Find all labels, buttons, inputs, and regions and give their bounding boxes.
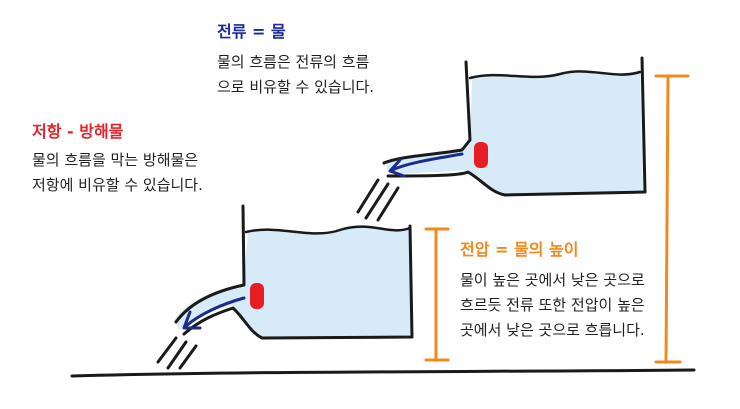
current-title: 전류 = 물 [217,22,286,41]
upper-tank-water [386,70,643,194]
upper-height-marker [654,74,690,364]
lower-tank-water-surface [244,225,412,235]
voltage-title: 전압 = 물의 높이 [460,240,579,259]
lower-height-marker [424,227,450,362]
lower-tank-water [174,227,412,338]
lower-water-stream [156,336,198,370]
upper-flow-arrow [388,152,464,178]
resistance-title: 저항 - 방해물 [32,122,124,141]
lower-tank-outline [174,204,414,340]
upper-water-stream [356,178,400,222]
upper-tank-water-surface [468,70,642,80]
current-description: 물의 흐름은 전류의 흐름 으로 비유할 수 있습니다. [217,53,375,96]
upper-resistor [474,142,488,168]
lower-flow-arrow [182,296,246,330]
ground-line [70,368,696,378]
resistance-description: 물의 흐름을 막는 방해물은 저항에 비유할 수 있습니다. [32,151,203,194]
lower-resistor [250,283,264,309]
voltage-description: 물이 높은 곳에서 낮은 곳으로 흐르듯 전류 또한 전압이 높은 곳에서 낮은… [460,271,645,339]
upper-tank-outline [382,56,647,197]
